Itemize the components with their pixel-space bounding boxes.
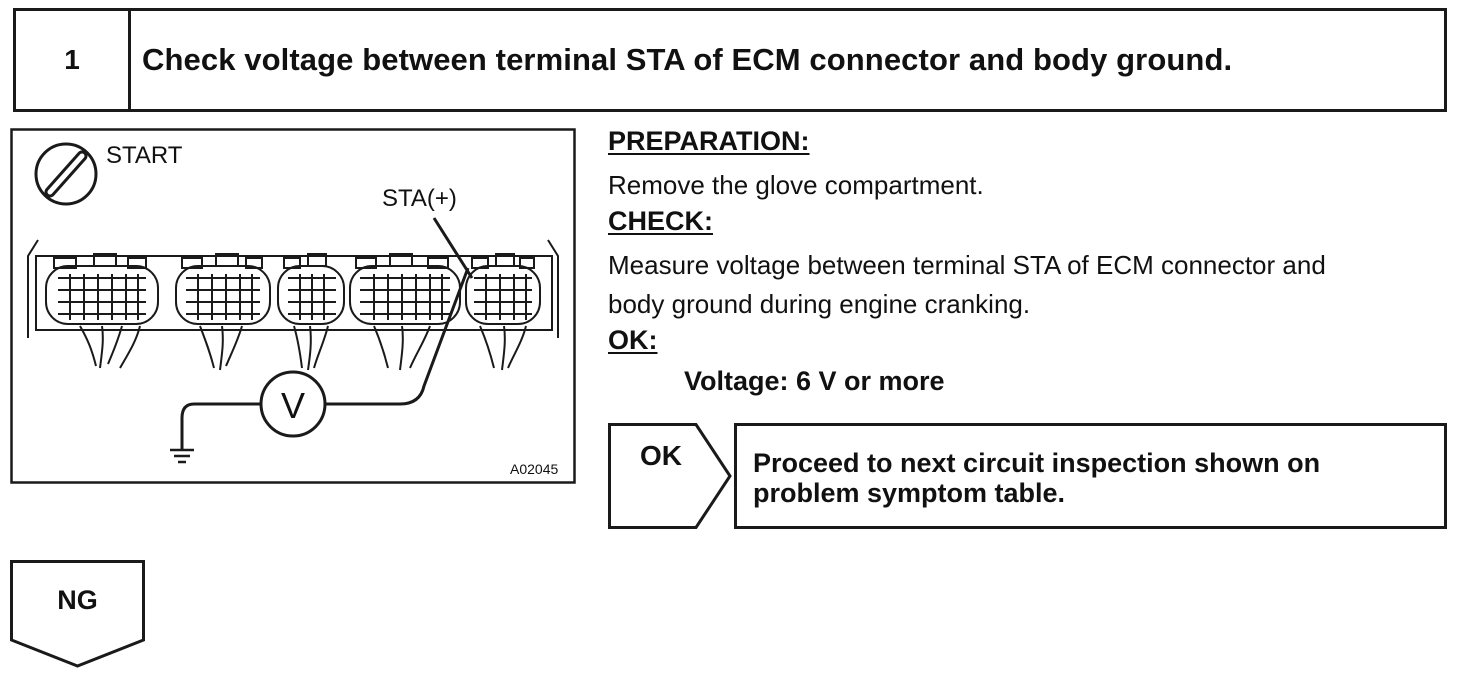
step-number: 1 <box>16 11 131 109</box>
switch-label: START <box>106 142 183 169</box>
preparation-label: PREPARATION: <box>608 126 810 156</box>
ok-tag-shape <box>608 423 732 529</box>
ok-result-line2: problem symptom table. <box>753 478 1066 508</box>
ecm-connector <box>27 239 559 371</box>
connector-block <box>277 253 345 325</box>
ground-icon <box>170 448 194 464</box>
voltmeter-icon: V <box>259 370 327 438</box>
check-text-line2: body ground during engine cranking. <box>608 289 1031 319</box>
connector-block <box>45 253 159 325</box>
terminal-label: STA(+) <box>382 185 457 212</box>
ng-tag: NG <box>57 585 98 615</box>
ok-result-box: Proceed to next circuit inspection shown… <box>734 423 1447 529</box>
voltmeter-symbol: V <box>281 385 305 426</box>
step-header: 1 Check voltage between terminal STA of … <box>13 8 1447 112</box>
ng-tag-shape <box>10 560 145 668</box>
preparation-text: Remove the glove compartment. <box>608 170 984 200</box>
check-label: CHECK: <box>608 206 713 236</box>
connector-block <box>465 253 541 325</box>
ok-result-line1: Proceed to next circuit inspection shown… <box>753 448 1321 478</box>
ignition-switch-icon <box>34 142 98 206</box>
ecm-connector-figure: START STA(+) <box>10 128 576 484</box>
ok-tag: OK <box>640 440 682 471</box>
ok-label: OK: <box>608 325 658 355</box>
ok-spec: Voltage: 6 V or more <box>684 366 945 396</box>
step-title: Check voltage between terminal STA of EC… <box>142 42 1233 77</box>
ok-result-text: Proceed to next circuit inspection shown… <box>753 448 1432 508</box>
check-text-line1: Measure voltage between terminal STA of … <box>608 250 1326 280</box>
connector-block <box>349 253 461 325</box>
connector-block <box>175 253 271 325</box>
figure-code: A02045 <box>510 461 558 477</box>
test-leads <box>180 217 474 450</box>
